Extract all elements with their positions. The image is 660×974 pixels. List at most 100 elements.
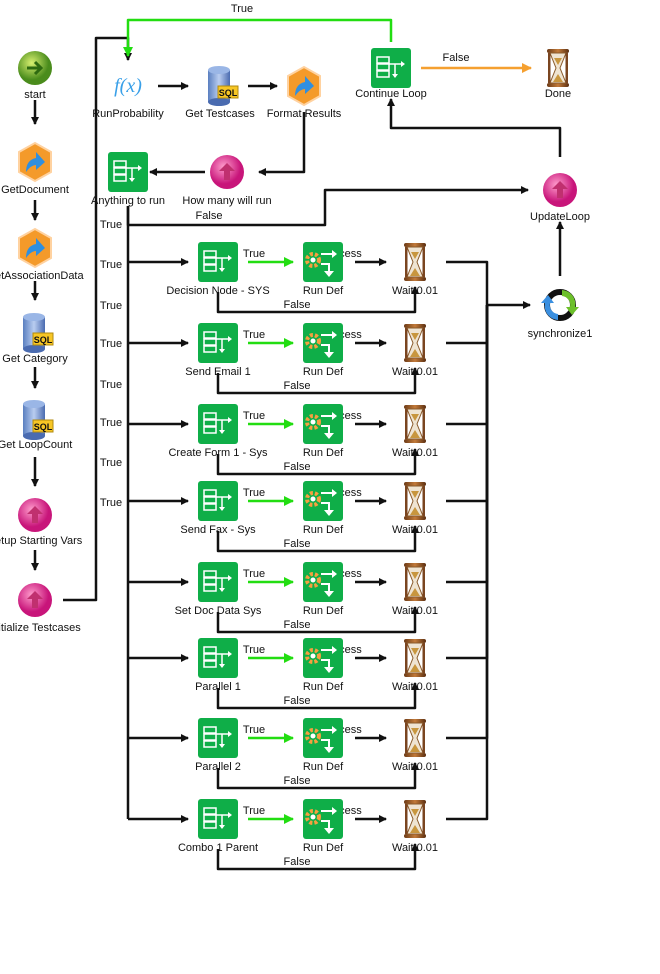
node-label: Wait 0.01 (392, 605, 438, 617)
decision-node[interactable]: Send Fax - Sys (180, 481, 256, 536)
anything-to-run-node[interactable]: Anything to run (91, 152, 165, 207)
false-connector (216, 606, 419, 634)
false-label: False (284, 856, 311, 868)
node-label: Parallel 2 (195, 761, 241, 773)
node-label: Wait 0.01 (392, 447, 438, 459)
done-node[interactable]: Done (545, 49, 571, 100)
run-definition-icon (303, 718, 343, 758)
false-connector (216, 286, 419, 314)
connector-arrow (387, 98, 562, 157)
node-label: Wait 0.01 (392, 761, 438, 773)
decision-icon (108, 152, 148, 192)
update-loop-node[interactable]: UpdateLoop (530, 173, 590, 223)
continue-loop-node[interactable]: Continue Loop (355, 48, 427, 100)
node-label: Set Doc Data Sys (175, 605, 262, 617)
hourglass-icon (404, 243, 426, 281)
get-association-data-node[interactable]: GetAssociationData (0, 227, 84, 282)
decision-icon (198, 562, 238, 602)
wait-node[interactable]: Wait 0.01 (392, 719, 438, 773)
decision-node[interactable]: Create Form 1 - Sys (168, 404, 268, 459)
run-definition-icon (303, 242, 343, 282)
true-label: True (243, 487, 265, 499)
true-label: True (100, 300, 122, 312)
merge-connector (446, 305, 489, 503)
hourglass-icon (404, 563, 426, 601)
run-def-node[interactable]: Run Def (303, 638, 344, 693)
wait-node[interactable]: Wait 0.01 (392, 482, 438, 536)
node-label: Done (545, 88, 571, 100)
function-icon: f(x) (114, 75, 142, 97)
fx-glyph: f(x) (114, 75, 142, 97)
node-label: Run Def (303, 366, 344, 378)
hourglass-icon (404, 482, 426, 520)
run-definition-icon (303, 799, 343, 839)
node-label: GetAssociationData (0, 270, 84, 282)
wait-node[interactable]: Wait 0.01 (392, 800, 438, 854)
synchronize1-node[interactable]: synchronize1 (528, 289, 593, 340)
decision-node[interactable]: Combo 1 Parent (178, 799, 258, 854)
false-label: False (284, 461, 311, 473)
decision-node[interactable]: Set Doc Data Sys (175, 562, 262, 617)
sql-tag: SQL (219, 88, 238, 98)
process-hex-icon (18, 141, 52, 183)
node-label: synchronize1 (528, 328, 593, 340)
node-label: Wait 0.01 (392, 842, 438, 854)
get-document-node[interactable]: GetDocument (1, 141, 69, 196)
run-def-node[interactable]: Run Def (303, 562, 344, 617)
variable-set-icon (210, 155, 244, 189)
node-label: Run Def (303, 761, 344, 773)
process-hex-icon (18, 227, 52, 269)
how-many-will-run-node[interactable]: How many will run (182, 155, 272, 207)
merge-connector (446, 260, 531, 309)
synchronize-icon (541, 289, 579, 321)
run-def-node[interactable]: Run Def (303, 481, 344, 536)
format-results-node[interactable]: Format Results (267, 65, 342, 120)
node-label: Run Def (303, 524, 344, 536)
initialize-testcases-node[interactable]: Initialize Testcases (0, 583, 81, 634)
sql-tag: SQL (34, 335, 53, 345)
run-probability-node[interactable]: f(x)RunProbability (92, 75, 164, 120)
decision-node[interactable]: Parallel 2 (195, 718, 241, 773)
merge-connector (446, 305, 489, 660)
run-def-node[interactable]: Run Def (303, 323, 344, 378)
node-label: Run Def (303, 842, 344, 854)
decision-node[interactable]: Decision Node - SYS (166, 242, 270, 297)
wait-node[interactable]: Wait 0.01 (392, 405, 438, 459)
connector-arrow (258, 112, 306, 176)
node-label: Run Def (303, 447, 344, 459)
wait-node[interactable]: Wait 0.01 (392, 563, 438, 617)
branch-row: Set Doc Data Sys Run Def Wait 0.01 (175, 562, 438, 617)
node-label: Run Def (303, 605, 344, 617)
run-definition-icon (303, 404, 343, 444)
false-connector (216, 448, 419, 476)
node-label: Initialize Testcases (0, 622, 81, 634)
false-connector (216, 843, 419, 871)
true-label: True (100, 497, 122, 509)
run-def-node[interactable]: Run Def (303, 718, 344, 773)
run-def-node[interactable]: Run Def (303, 242, 344, 297)
decision-node[interactable]: Send Email 1 (185, 323, 251, 378)
node-label: Decision Node - SYS (166, 285, 269, 297)
wait-node[interactable]: Wait 0.01 (392, 324, 438, 378)
node-label: Wait 0.01 (392, 366, 438, 378)
node-label: UpdateLoop (530, 211, 590, 223)
hourglass-icon (404, 719, 426, 757)
branch-row: Parallel 1 Run Def Wait 0.01 (195, 638, 438, 693)
hourglass-icon (547, 49, 569, 87)
hourglass-icon (404, 324, 426, 362)
run-def-node[interactable]: Run Def (303, 799, 344, 854)
wait-node[interactable]: Wait 0.01 (392, 639, 438, 693)
wait-node[interactable]: Wait 0.01 (392, 243, 438, 297)
start-node[interactable]: start (18, 51, 52, 101)
decision-node[interactable]: Parallel 1 (195, 638, 241, 693)
false-connector (216, 525, 419, 553)
merge-connector (446, 305, 489, 584)
setup-starting-vars-node[interactable]: Setup Starting Vars (0, 498, 83, 547)
run-def-node[interactable]: Run Def (303, 404, 344, 459)
